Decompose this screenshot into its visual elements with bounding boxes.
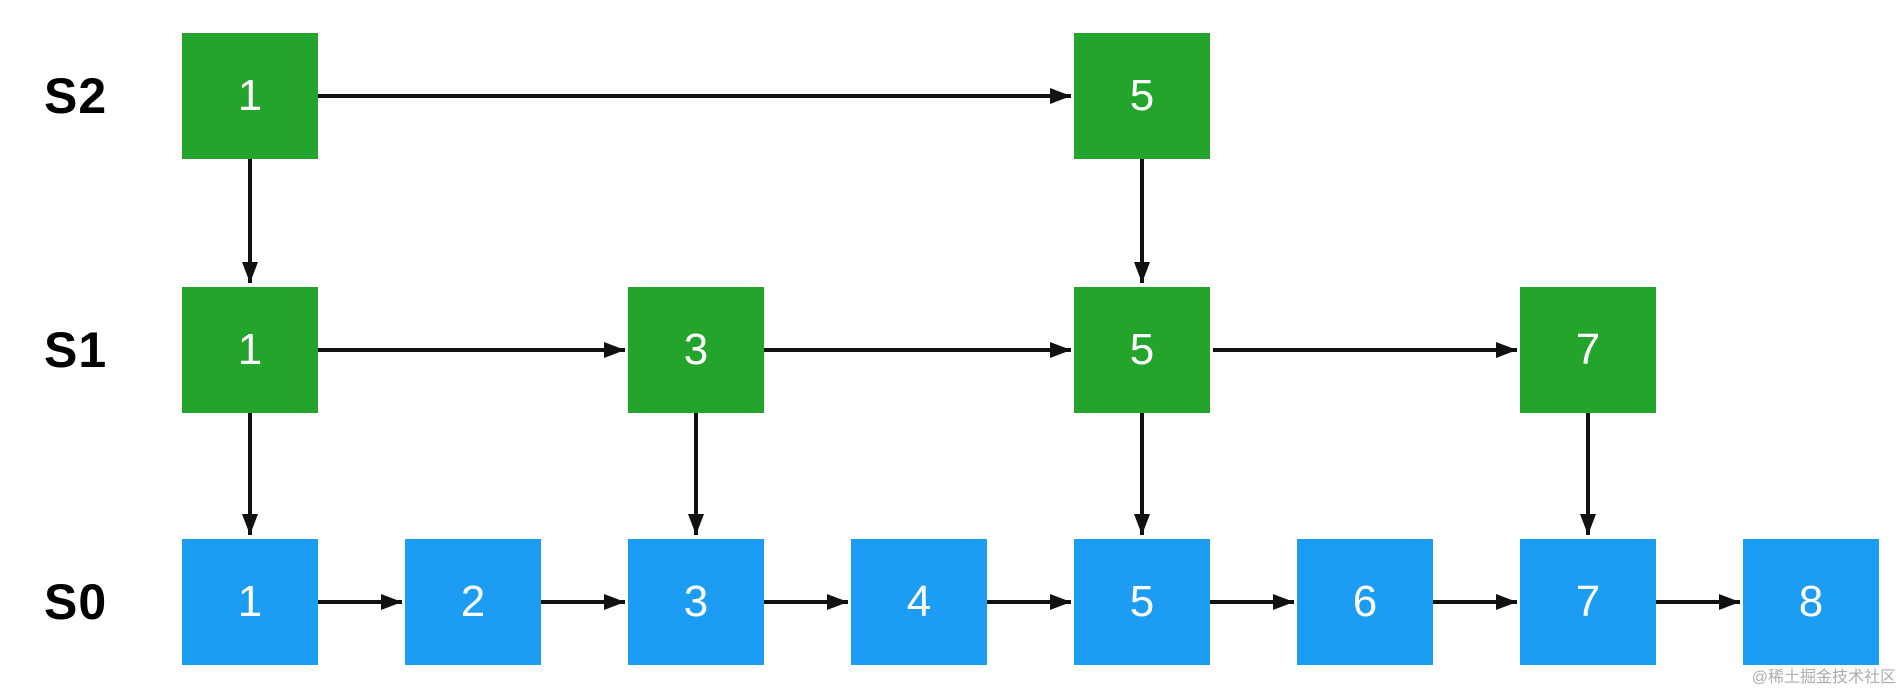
s0-node-7: 7: [1520, 539, 1656, 665]
s1-node-1: 1: [182, 287, 318, 413]
s0-node-2: 2: [405, 539, 541, 665]
level-label-s0: S0: [44, 574, 108, 630]
s2-node-5: 5: [1074, 33, 1210, 159]
s1-node-5: 5: [1074, 287, 1210, 413]
s0-node-6: 6: [1297, 539, 1433, 665]
level-label-s1: S1: [44, 322, 108, 378]
s0-node-5: 5: [1074, 539, 1210, 665]
level-label-s2: S2: [44, 68, 108, 124]
s1-node-3: 3: [628, 287, 764, 413]
s0-node-8: 8: [1743, 539, 1879, 665]
s1-node-7: 7: [1520, 287, 1656, 413]
s0-node-4: 4: [851, 539, 987, 665]
s0-node-1: 1: [182, 539, 318, 665]
s0-node-3: 3: [628, 539, 764, 665]
watermark: @稀土掘金技术社区: [1751, 669, 1896, 686]
s2-node-1: 1: [182, 33, 318, 159]
